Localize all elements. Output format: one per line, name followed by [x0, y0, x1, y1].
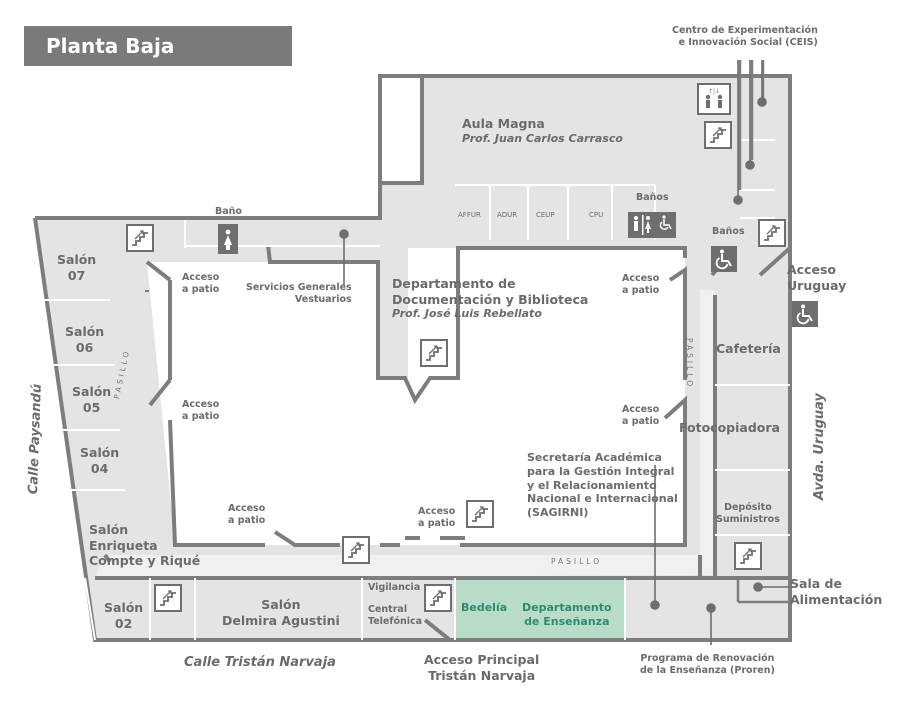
room-salon-04[interactable]: Salón 04	[80, 445, 120, 476]
woman-icon	[218, 224, 238, 254]
page-title: Planta Baja	[24, 26, 292, 66]
room-deposito-suministros[interactable]: Depósito Suministros	[716, 502, 780, 525]
room-ceis[interactable]: Centro de Experimentación e Innovación S…	[672, 25, 818, 48]
floor-area	[35, 76, 790, 640]
stairs-icon	[758, 219, 786, 247]
street-tristan-narvaja: Calle Tristán Narvaja	[184, 655, 336, 670]
room-departamento-ensenanza[interactable]: Departamento de Enseñanza	[522, 601, 612, 628]
room-salon-delmira[interactable]: Salón Delmira Agustini	[222, 597, 340, 628]
room-servicios-generales[interactable]: Servicios Generales Vestuarios	[246, 282, 352, 305]
stairs-icon	[466, 500, 494, 528]
wheelchair-icon	[710, 245, 738, 273]
acceso-patio-6[interactable]: Acceso a patio	[622, 404, 660, 427]
svg-text:↑|↓: ↑|↓	[708, 88, 720, 95]
room-banos-right[interactable]: Baños	[712, 226, 745, 237]
wheelchair-icon	[791, 300, 819, 328]
restroom-icon	[628, 212, 676, 238]
room-adur[interactable]: ADUR	[497, 211, 518, 219]
acceso-principal[interactable]: Acceso Principal Tristán Narvaja	[424, 652, 540, 683]
room-proren[interactable]: Programa de Renovación de la Enseñanza (…	[640, 653, 775, 676]
stairs-icon	[154, 584, 182, 612]
acceso-patio-4[interactable]: Acceso a patio	[418, 506, 456, 529]
stairs-icon	[342, 536, 370, 564]
room-ceup[interactable]: CEUP	[536, 211, 555, 219]
room-aula-magna-subtitle: Prof. Juan Carlos Carrasco	[462, 132, 623, 145]
acceso-patio-1[interactable]: Acceso a patio	[182, 272, 220, 295]
street-avda-uruguay: Avda. Uruguay	[812, 393, 827, 500]
room-central-telefonica[interactable]: Central Telefónica	[368, 604, 423, 627]
room-salon-05[interactable]: Salón 05	[72, 384, 112, 415]
room-aula-magna[interactable]: Aula Magna	[462, 116, 545, 131]
room-bano-left[interactable]: Baño	[215, 206, 242, 217]
room-salon-enriqueta[interactable]: Salón Enriqueta Compte y Riqué	[89, 522, 201, 569]
room-bedelia[interactable]: Bedelía	[461, 601, 508, 614]
stairs-icon	[704, 121, 732, 149]
room-fotocopiadora[interactable]: Fotocopiadora	[679, 420, 780, 435]
elevator-icon: ↑|↓	[697, 83, 731, 115]
bedelia-room[interactable]	[455, 579, 510, 640]
room-salon-06[interactable]: Salón 06	[65, 324, 105, 355]
room-biblioteca-subtitle: Prof. José Luis Rebellato	[392, 307, 542, 320]
acceso-patio-3[interactable]: Acceso a patio	[228, 503, 266, 526]
stairs-icon	[424, 584, 452, 612]
pasillo-label-bottom: PASILLO	[551, 557, 603, 566]
room-affur[interactable]: AFFUR	[458, 211, 481, 219]
acceso-patio-5[interactable]: Acceso a patio	[622, 273, 660, 296]
room-vigilancia[interactable]: Vigilancia	[368, 582, 421, 593]
room-dividers	[40, 139, 790, 641]
stairs-icon	[734, 542, 762, 570]
room-banos-top[interactable]: Baños	[636, 192, 669, 203]
room-salon-07[interactable]: Salón 07	[57, 252, 97, 283]
stairs-icon	[126, 224, 154, 252]
room-biblioteca[interactable]: Departamento de Documentación y Bibliote…	[392, 276, 589, 307]
room-sagirni[interactable]: Secretaría Académica para la Gestión Int…	[527, 451, 678, 519]
depto-ensenanza-room[interactable]	[510, 579, 625, 640]
acceso-patio-2[interactable]: Acceso a patio	[182, 399, 220, 422]
pasillo-label-right: PASILLO	[685, 338, 694, 390]
acceso-uruguay[interactable]: Acceso Uruguay	[787, 262, 847, 293]
room-salon-02[interactable]: Salón 02	[104, 600, 144, 631]
room-cpu[interactable]: CPU	[589, 211, 604, 219]
stairs-icon	[420, 339, 448, 367]
room-sala-alimentacion[interactable]: Sala de Alimentación	[790, 576, 883, 607]
room-cafeteria[interactable]: Cafetería	[716, 341, 781, 356]
